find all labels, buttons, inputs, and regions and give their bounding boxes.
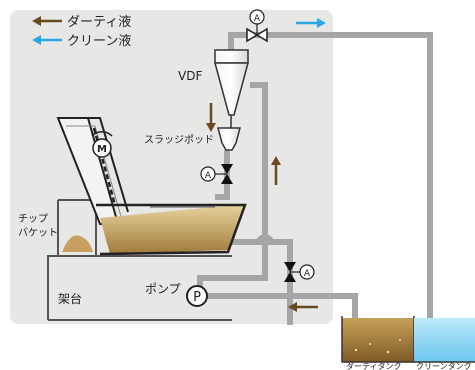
vdf-label: VDF <box>178 69 202 83</box>
chip-bucket-label-line2: バケット <box>18 227 58 239</box>
clean-tank-label: クリーンタンク <box>416 362 472 370</box>
legend-clean-label: クリーン液 <box>67 34 131 49</box>
sludge-valve-symbol: A <box>205 171 212 181</box>
clean-line-valve-icon: A <box>246 9 268 43</box>
flow-arrows <box>206 18 326 312</box>
pump-label: ポンプ <box>145 282 181 296</box>
dirty-tank <box>341 316 415 363</box>
clean-flow-arrow-icon <box>296 18 326 28</box>
pump-icon: P <box>186 285 208 307</box>
feed-pipe <box>197 82 268 293</box>
drain-pipe <box>228 239 293 325</box>
chip-pile <box>62 235 93 252</box>
vdf-cyclone <box>214 49 249 128</box>
motor-icon: M <box>91 131 113 158</box>
feed-flow-arrow-icon <box>271 156 281 185</box>
clean-return-pipe <box>228 32 433 335</box>
chip-bucket-label-line1: チップ <box>18 213 48 225</box>
legend-dirty-label: ダーティ液 <box>67 15 131 30</box>
machine-panel <box>10 10 333 324</box>
drain-valve-symbol: A <box>304 269 311 279</box>
motor-symbol: M <box>97 144 107 155</box>
legend-clean-arrow-icon <box>32 35 62 45</box>
sludge-pot-label: スラッジポッド <box>144 134 214 146</box>
clean-tank <box>414 318 475 363</box>
sludge-pot <box>217 127 241 151</box>
sludge-flow-arrow-icon <box>206 103 216 132</box>
legend-dirty-arrow-icon <box>32 16 62 26</box>
suction-flow-arrow-icon <box>288 302 318 312</box>
legend: ダーティ液 クリーン液 <box>32 15 131 49</box>
pump-symbol: P <box>193 290 201 305</box>
stand-label: 架台 <box>58 291 82 306</box>
clean-line-valve-symbol: A <box>254 14 261 24</box>
pipe-crossing <box>255 234 275 244</box>
sludge-valve-icon: A <box>200 164 233 184</box>
coolant-bed <box>96 203 247 256</box>
dirty-tank-label: ダーティタンク <box>346 361 402 370</box>
drain-valve-icon: A <box>284 262 315 282</box>
